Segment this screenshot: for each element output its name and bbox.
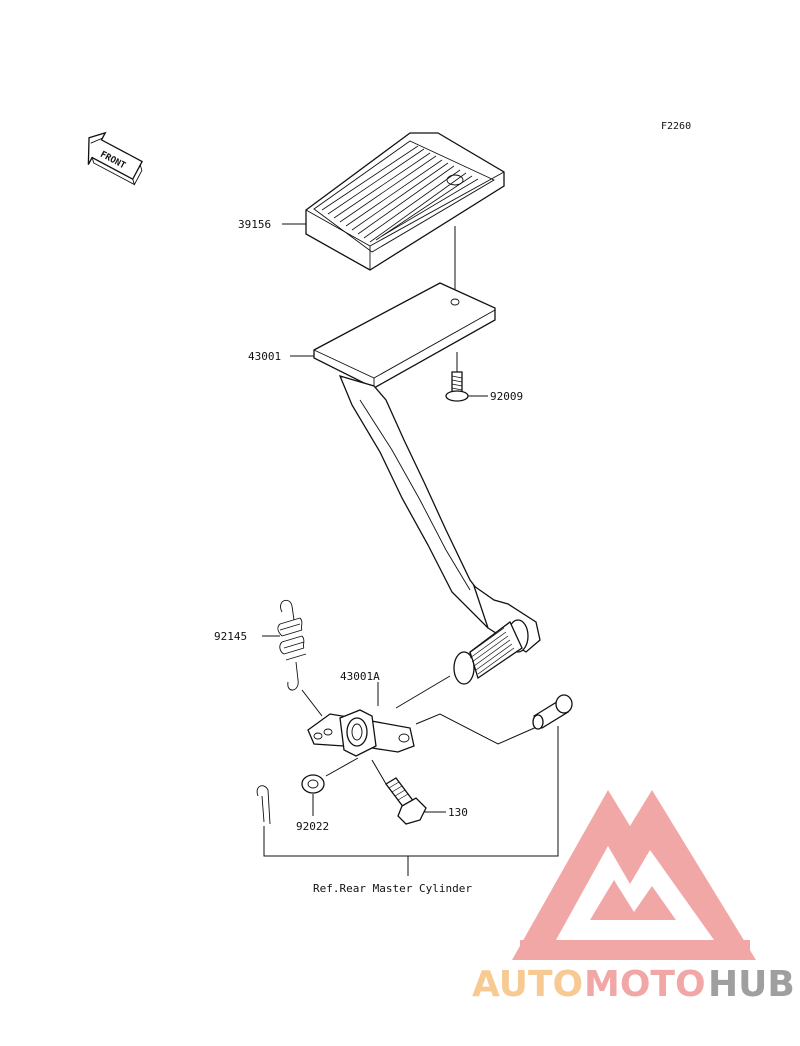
bolt-92009 <box>445 371 469 402</box>
part-label-92009: 92009 <box>490 390 523 403</box>
part-label-39156: 39156 <box>238 218 271 231</box>
brake-pedal-arm <box>313 282 541 653</box>
clevis-pin <box>532 694 573 730</box>
bolt-130 <box>385 777 427 825</box>
brand-part-moto: MOTO <box>584 964 706 1005</box>
brand-part-hub: HUB <box>708 964 795 1005</box>
washer-92022 <box>301 774 325 794</box>
part-label-92145: 92145 <box>214 630 247 643</box>
pedal-pad-rubber <box>305 132 505 271</box>
part-label-130: 130 <box>448 806 468 819</box>
part-label-43001: 43001 <box>248 350 281 363</box>
brand-part-auto: AUTO <box>472 964 583 1005</box>
brand-watermark: AUTO MOTO HUB <box>472 790 795 1005</box>
part-label-43001A: 43001A <box>340 670 380 683</box>
cotter-pin <box>256 785 271 825</box>
return-spring <box>277 599 307 691</box>
part-label-92022: 92022 <box>296 820 329 833</box>
front-arrow-icon: FRONT <box>87 131 144 186</box>
reference-label: Ref.Rear Master Cylinder <box>313 882 472 895</box>
pivot-shaft <box>453 619 529 685</box>
pedal-lever-43001A <box>307 709 415 757</box>
diagram-code: F2260 <box>661 121 691 132</box>
